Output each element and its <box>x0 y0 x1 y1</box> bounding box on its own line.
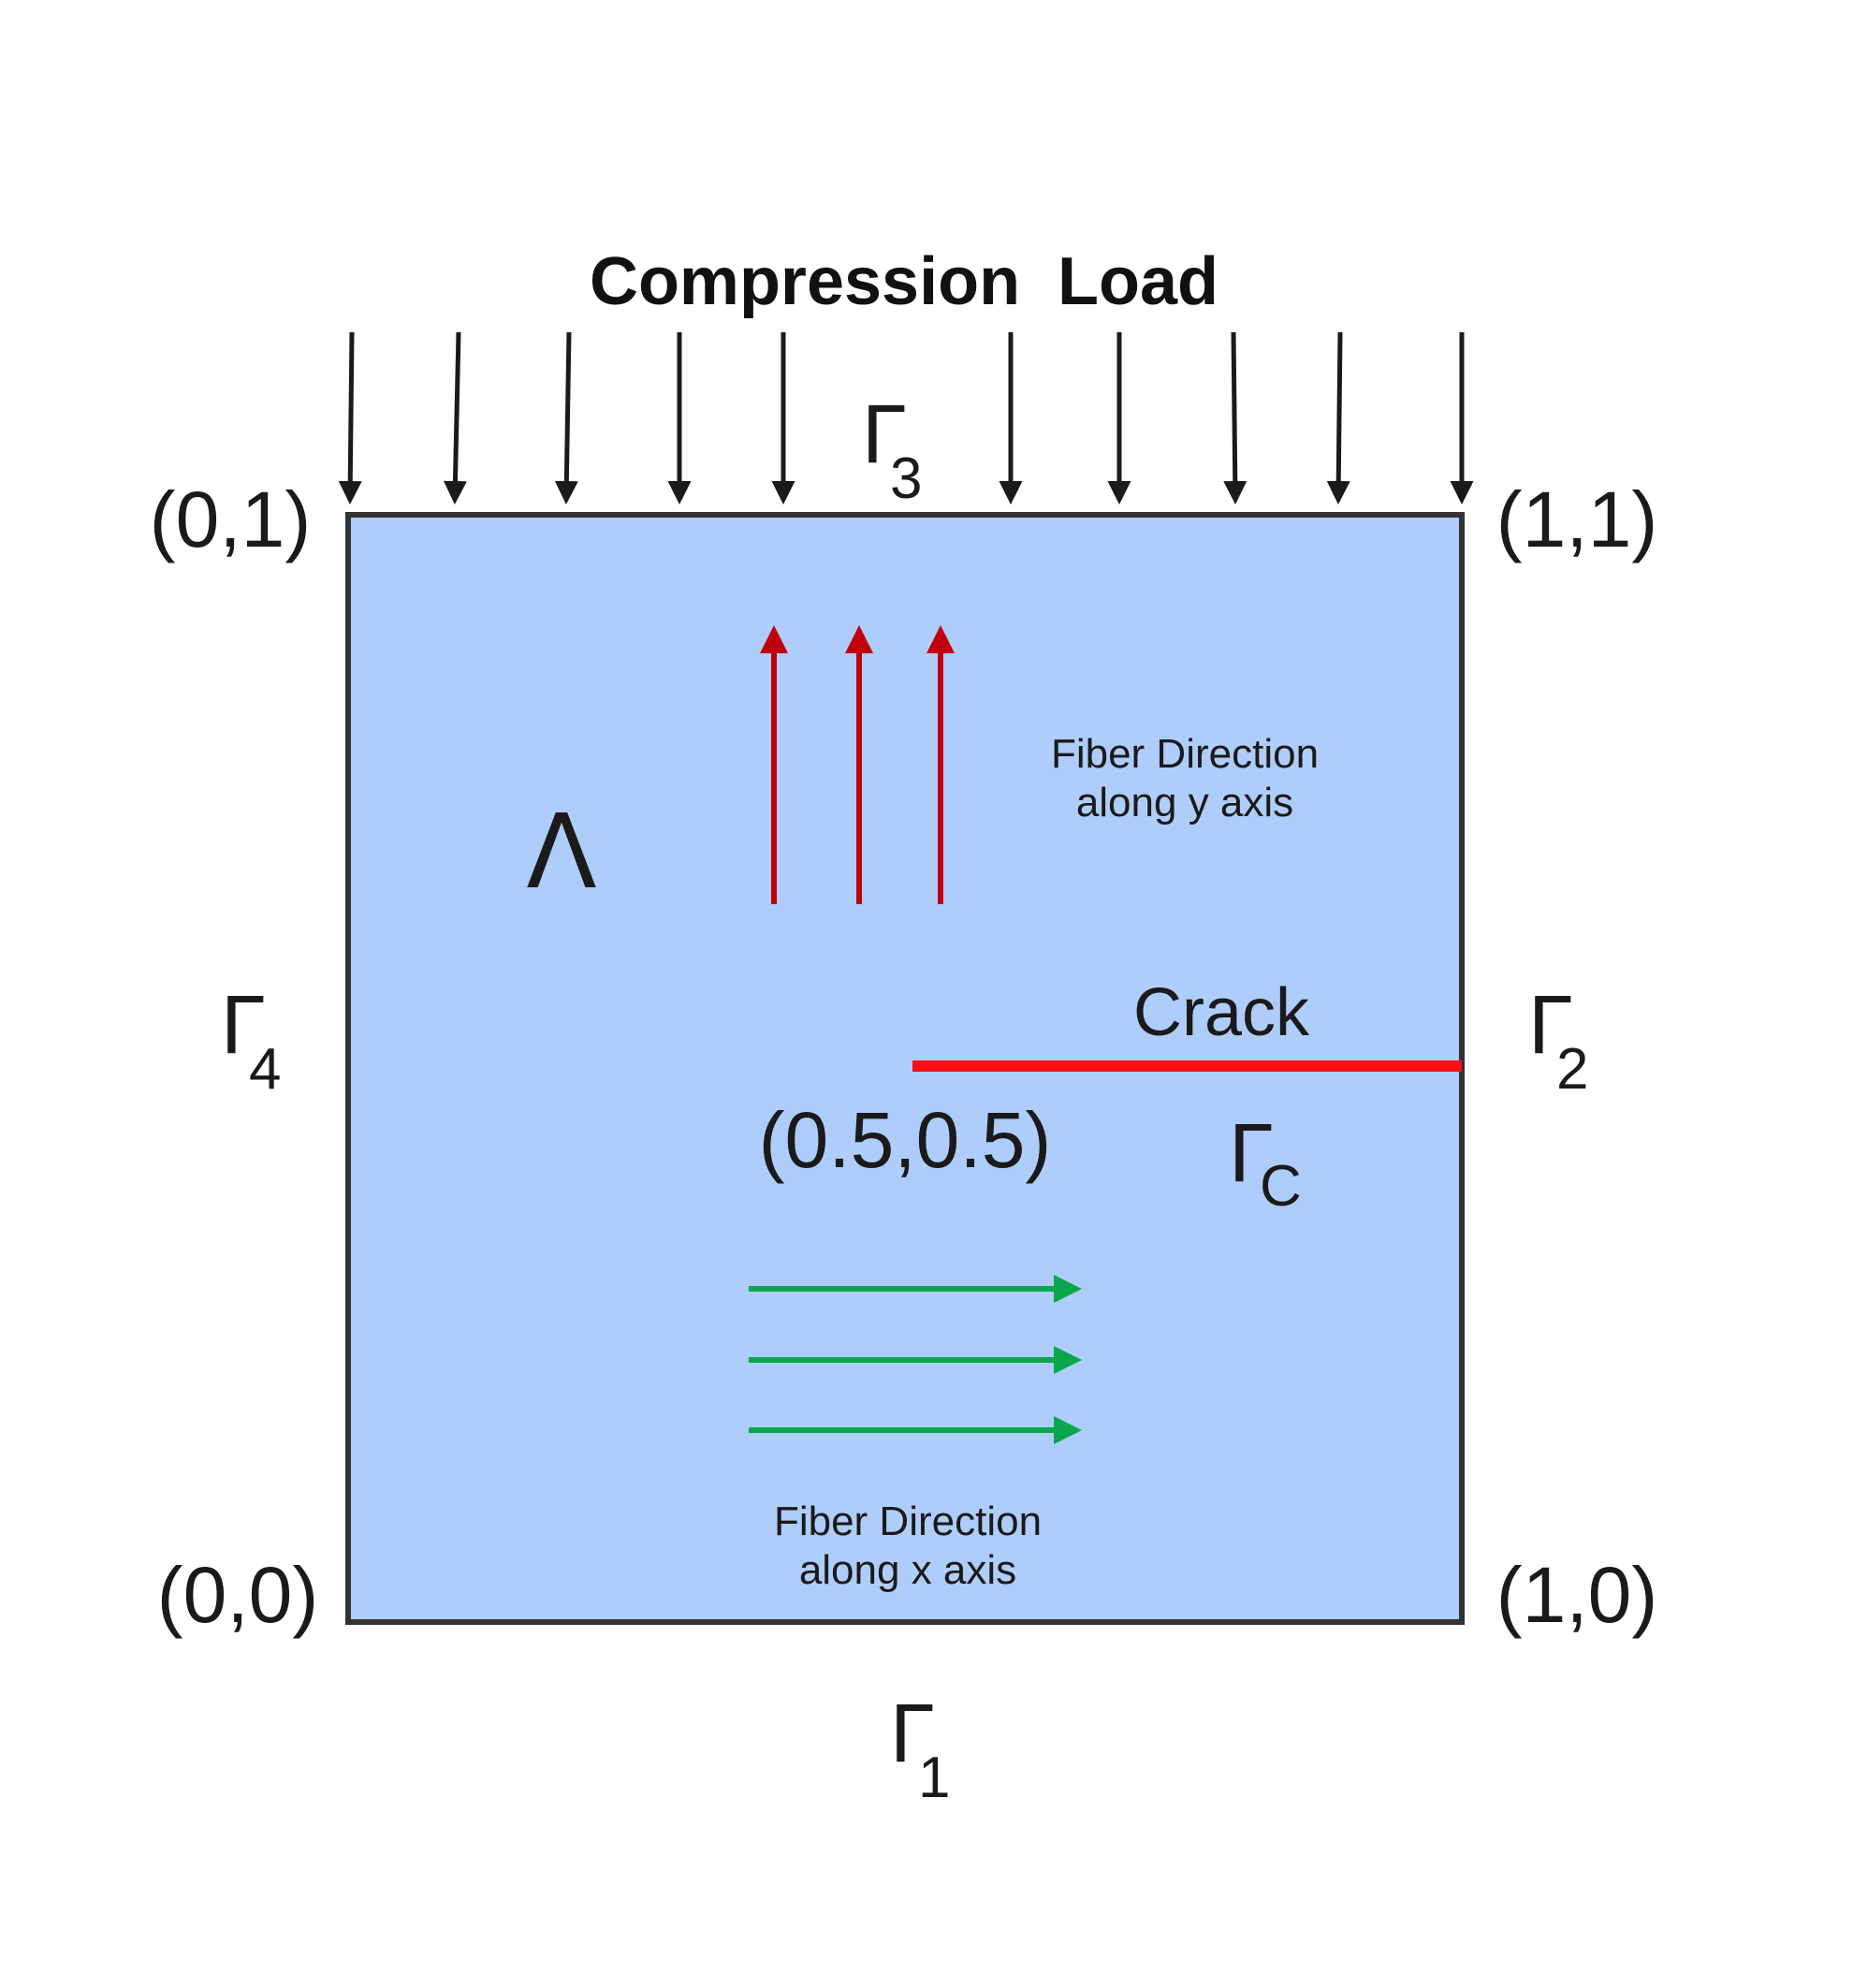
down-arrow-icon <box>443 331 467 504</box>
fiber-y-label-line1: Fiber Direction <box>1051 731 1319 777</box>
down-arrow-icon <box>554 331 578 504</box>
gamma-symbol: Γ <box>220 980 264 1072</box>
fiber-arrows-y <box>760 625 955 904</box>
gamma-symbol: Γ <box>1527 980 1571 1072</box>
fiber-arrows-x <box>749 1275 1082 1444</box>
boundary-subscript: 3 <box>890 446 922 511</box>
gamma-symbol: Γ <box>861 389 905 481</box>
down-arrow-icon <box>1223 331 1247 504</box>
fiber-y-label-line2: along y axis <box>1076 780 1293 826</box>
gamma-symbol: Γ <box>889 1688 933 1780</box>
corner-label-bottom-left: (0,0) <box>157 1551 319 1639</box>
boundary-label-top: Γ 3 <box>861 389 922 511</box>
boundary-label-bottom: Γ 1 <box>889 1688 950 1810</box>
crack-label: Crack <box>1133 975 1310 1050</box>
corner-label-top-right: (1,1) <box>1496 475 1658 563</box>
boundary-label-right: Γ 2 <box>1527 980 1588 1102</box>
corner-label-top-left: (0,1) <box>150 475 312 563</box>
down-arrow-icon <box>1326 331 1350 504</box>
domain-symbol: Λ <box>526 792 596 912</box>
compression-load-arrows <box>338 331 1474 504</box>
boundary-subscript: C <box>1260 1154 1302 1219</box>
fiber-x-label-line2: along x axis <box>799 1547 1016 1593</box>
gamma-symbol: Γ <box>1228 1108 1272 1200</box>
down-arrow-icon <box>338 331 362 504</box>
boundary-label-left: Γ 4 <box>220 980 281 1102</box>
corner-label-bottom-right: (1,0) <box>1496 1551 1658 1639</box>
compression-load-title: Compression Load <box>590 244 1218 319</box>
fiber-x-label-line1: Fiber Direction <box>774 1498 1042 1544</box>
boundary-subscript: 1 <box>918 1746 950 1810</box>
crack-tip-coordinate: (0.5,0.5) <box>759 1096 1052 1184</box>
boundary-label-crack: Γ C <box>1228 1108 1302 1219</box>
boundary-subscript: 4 <box>249 1037 281 1102</box>
boundary-subscript: 2 <box>1556 1037 1588 1102</box>
